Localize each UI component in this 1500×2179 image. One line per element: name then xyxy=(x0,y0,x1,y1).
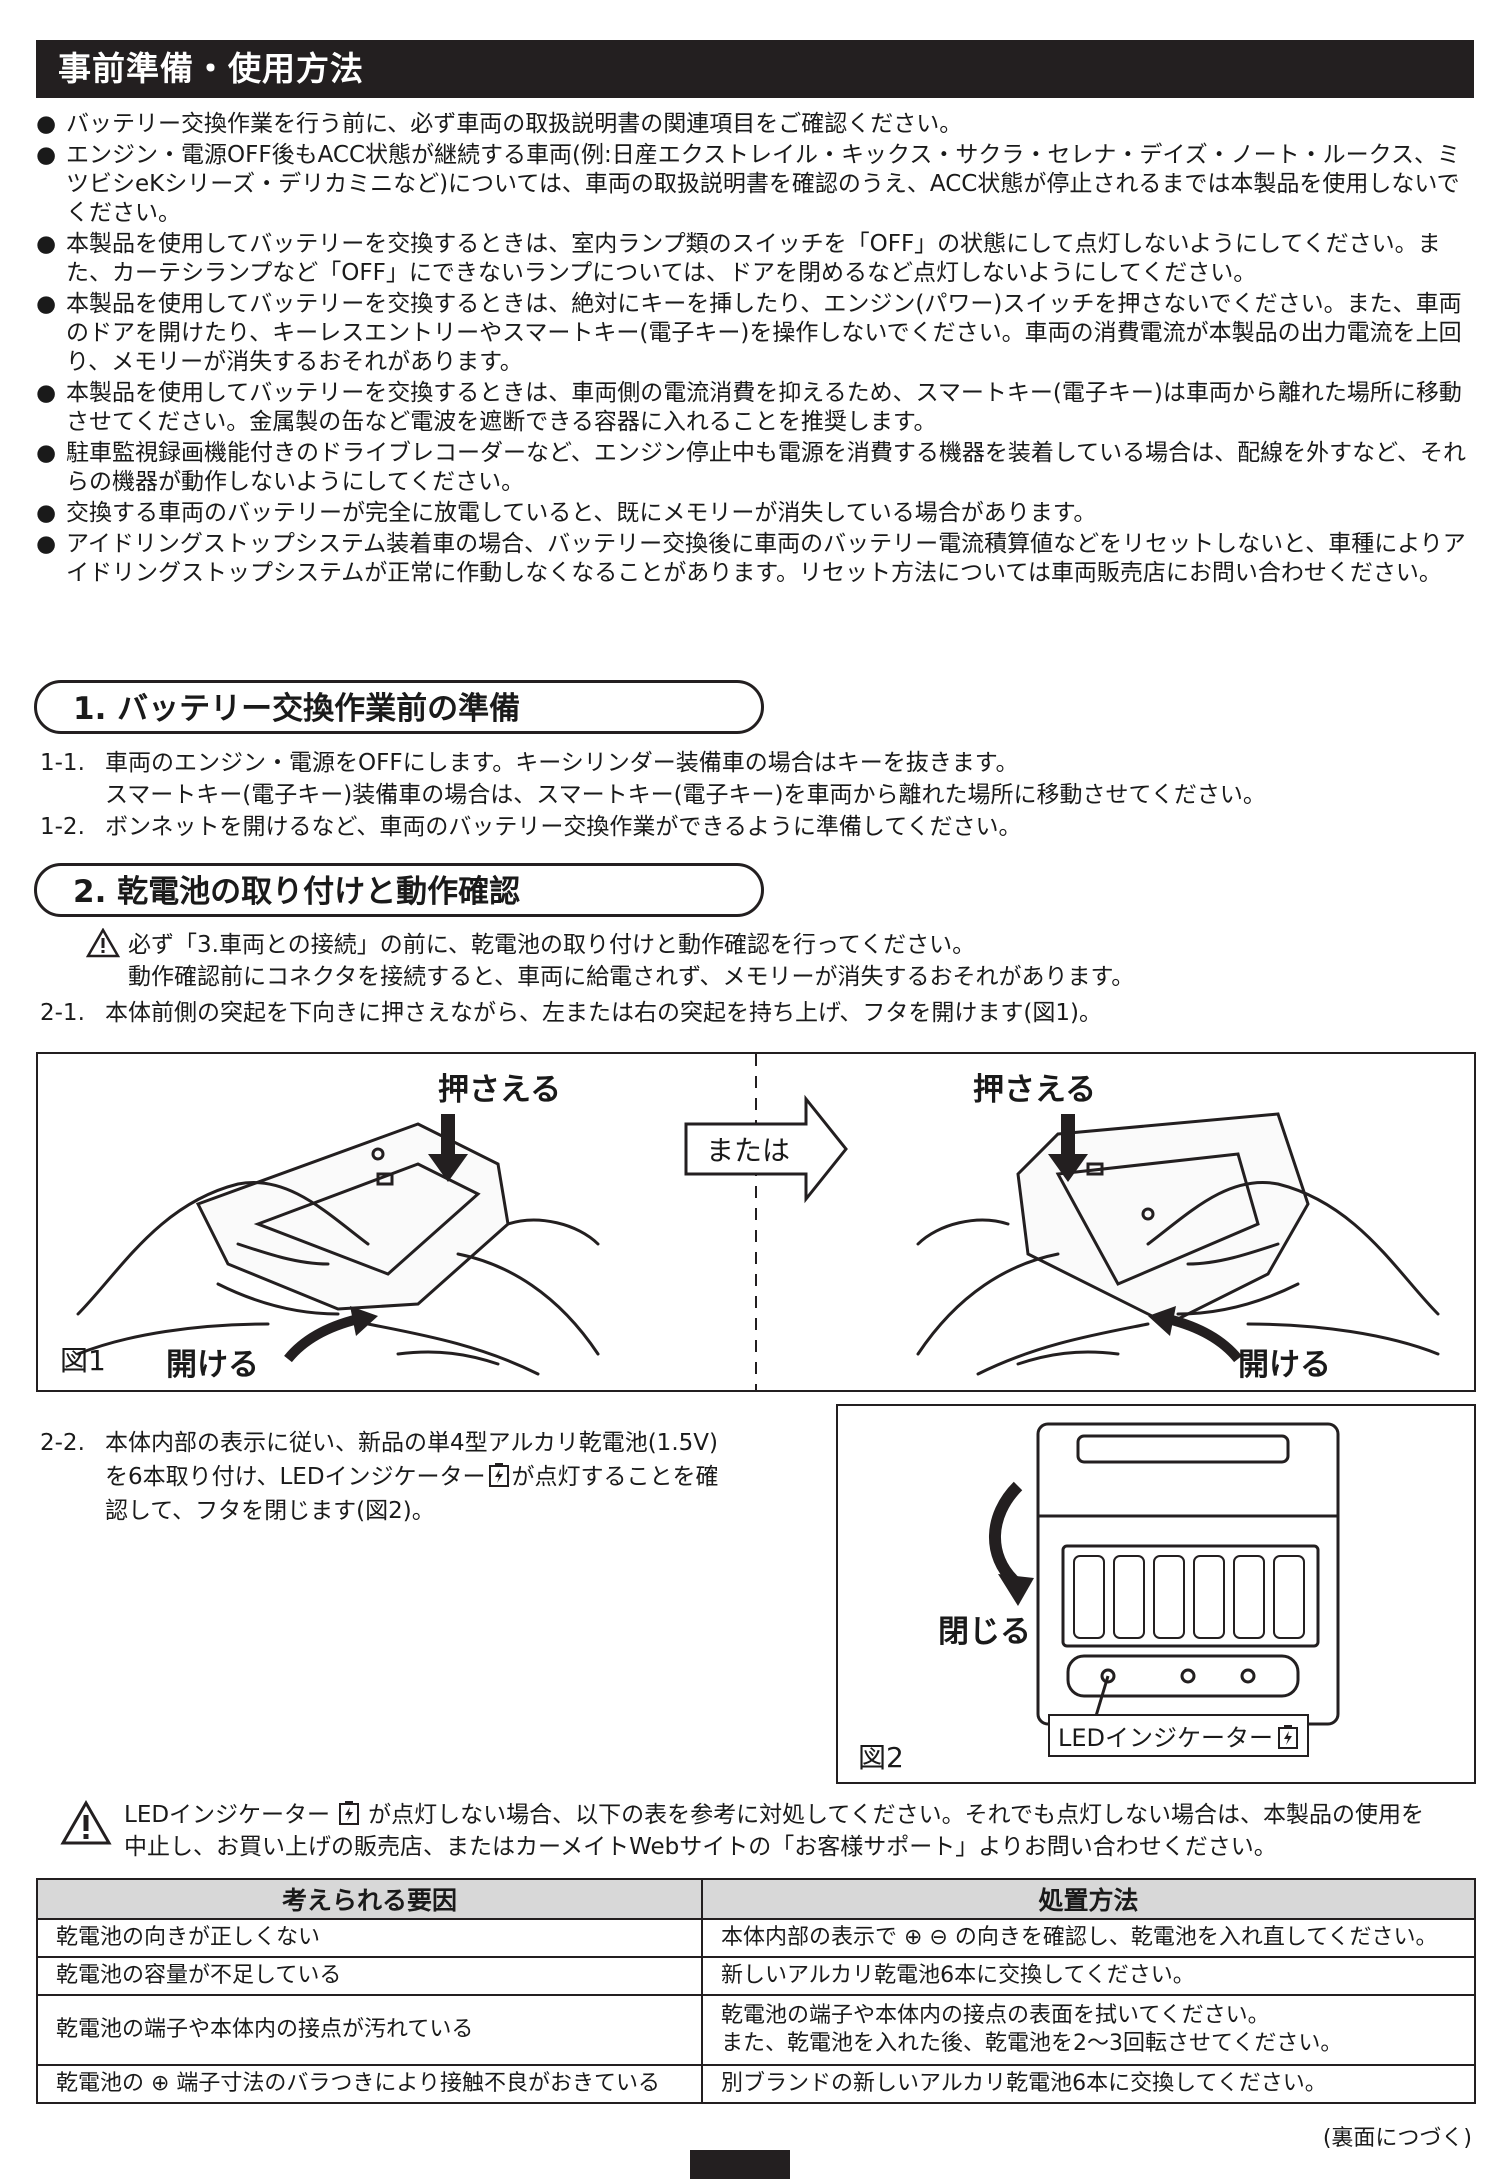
step-2-1-number: 2-1. xyxy=(40,1000,85,1026)
bullet-dot: ● xyxy=(36,380,57,406)
section-2-heading: 2. 乾電池の取り付けと動作確認 xyxy=(34,863,764,917)
warning-text-2: 中止し、お買い上げの販売店、またはカーメイトWebサイトの「お客様サポート」より… xyxy=(124,1834,1277,1860)
caution-text: 必ず「3.車両との接続」の前に、乾電池の取り付けと動作確認を行ってください。 xyxy=(128,932,976,958)
table-row: 乾電池の容量が不足している 新しいアルカリ乾電池6本に交換してください。 xyxy=(36,1956,1476,1996)
open-arrow-right xyxy=(1166,1314,1242,1363)
right-arrow-icon xyxy=(684,1094,848,1204)
press-arrow-left xyxy=(428,1114,468,1182)
step-1-1-text: 車両のエンジン・電源をOFFにします。キーシリンダー装備車の場合はキーを抜きます… xyxy=(105,750,1019,776)
continue-note: (裏面につづく) xyxy=(1322,2126,1472,2151)
press-arrow-right xyxy=(1048,1114,1088,1182)
warning-triangle-icon xyxy=(86,928,120,958)
remedy-cell: 本体内部の表示で ⊕ ⊖ の向きを確認し、乾電池を入れ直してください。 xyxy=(701,1918,1476,1958)
cause-cell: 乾電池の容量が不足している xyxy=(36,1956,703,1996)
bullet-dot: ● xyxy=(36,142,57,168)
list-item: ●エンジン・電源OFF後もACC状態が継続する車両(例:日産エクストレイル・キッ… xyxy=(36,142,1460,226)
step-1-1-text-2: スマートキー(電子キー)装備車の場合は、スマートキー(電子キー)を車両から離れた… xyxy=(105,782,1266,808)
close-label: 閉じる xyxy=(938,1614,1031,1650)
list-item: ●本製品を使用してバッテリーを交換するときは、車両側の電流消費を抑えるため、スマ… xyxy=(36,380,1462,435)
figure-1-illustration xyxy=(76,1054,1440,1390)
remedy-cell: 新しいアルカリ乾電池6本に交換してください。 xyxy=(701,1956,1476,1996)
section-1-title: 1. バッテリー交換作業前の準備 xyxy=(73,691,521,727)
step-1-1-number: 1-1. xyxy=(40,750,85,776)
bullet-dot: ● xyxy=(36,531,57,557)
warning-text: LEDインジケーターが点灯しない場合、以下の表を参考に対処してください。それでも… xyxy=(124,1801,1424,1828)
list-item: ●交換する車両のバッテリーが完全に放電していると、既にメモリーが消失している場合… xyxy=(36,500,1097,526)
section-2-title: 2. 乾電池の取り付けと動作確認 xyxy=(73,874,521,910)
bullet-dot: ● xyxy=(36,111,57,137)
bullet-dot: ● xyxy=(36,500,57,526)
table-row: 乾電池の向きが正しくない 本体内部の表示で ⊕ ⊖ の向きを確認し、乾電池を入れ… xyxy=(36,1918,1476,1958)
cause-cell: 乾電池の ⊕ 端子寸法のバラつきにより接触不良がおきている xyxy=(36,2064,703,2104)
cause-cell: 乾電池の向きが正しくない xyxy=(36,1918,703,1958)
hands-left xyxy=(76,1181,600,1376)
remedy-cell: 乾電池の端子や本体内の接点の表面を拭いてください。また、乾電池を入れた後、乾電池… xyxy=(701,1994,1476,2066)
step-1-2-number: 1-2. xyxy=(40,814,85,840)
step-2-2-text: 本体内部の表示に従い、新品の単4型アルカリ乾電池(1.5V) xyxy=(105,1430,718,1456)
list-item: ●駐車監視録画機能付きのドライブレコーダーなど、エンジン停止中も電源を消費する機… xyxy=(36,440,1467,495)
page-title: 事前準備・使用方法 xyxy=(58,49,364,88)
battery-led-icon xyxy=(339,1801,360,1825)
precaution-list: ●バッテリー交換作業を行う前に、必ず車両の取扱説明書の関連項目をご確認ください。… xyxy=(36,110,1476,590)
figure-1: 押さえる 押さえる または 図1 開ける 開ける xyxy=(36,1052,1476,1392)
close-arrow xyxy=(989,1481,1023,1586)
troubleshooting-table: 考えられる要因 処置方法 乾電池の向きが正しくない 本体内部の表示で ⊕ ⊖ の… xyxy=(36,1878,1476,2104)
battery-led-icon xyxy=(1278,1725,1299,1749)
battery-device-left xyxy=(195,1122,510,1311)
hands-right xyxy=(916,1181,1440,1376)
battery-led-icon xyxy=(488,1463,509,1487)
step-2-2-text-3: 認して、フタを閉じます(図2)。 xyxy=(105,1498,435,1524)
press-label-right: 押さえる xyxy=(973,1072,1097,1108)
table-row: 乾電池の ⊕ 端子寸法のバラつきにより接触不良がおきている 別ブランドの新しいア… xyxy=(36,2064,1476,2104)
figure-2-illustration xyxy=(989,1422,1340,1726)
cause-cell: 乾電池の端子や本体内の接点が汚れている xyxy=(36,1994,703,2066)
battery-cells xyxy=(1073,1555,1305,1639)
bullet-dot: ● xyxy=(36,440,57,466)
list-item: ●本製品を使用してバッテリーを交換するときは、絶対にキーを挿したり、エンジン(パ… xyxy=(36,291,1462,375)
open-label-right: 開ける xyxy=(1238,1347,1331,1383)
step-2-1-text: 本体前側の突起を下向きに押さえながら、左または右の突起を持ち上げ、フタを開けます… xyxy=(105,1000,1102,1026)
figure-1-label: 図1 xyxy=(60,1344,106,1377)
caution-text-2: 動作確認前にコネクタを接続すると、車両に給電されず、メモリーが消失するおそれがあ… xyxy=(128,964,1135,990)
remedy-cell: 別ブランドの新しいアルカリ乾電池6本に交換してください。 xyxy=(701,2064,1476,2104)
list-item: ●本製品を使用してバッテリーを交換するときは、室内ランプ類のスイッチを「OFF」… xyxy=(36,231,1441,286)
section-1-heading: 1. バッテリー交換作業前の準備 xyxy=(34,680,764,734)
figure-2-label: 図2 xyxy=(858,1741,904,1774)
open-arrow-left xyxy=(284,1314,360,1363)
led-indicator-callout: LEDインジケーター xyxy=(1048,1714,1310,1757)
table-row: 乾電池の端子や本体内の接点が汚れている 乾電池の端子や本体内の接点の表面を拭いて… xyxy=(36,1994,1476,2066)
press-label-left: 押さえる xyxy=(438,1072,562,1108)
list-item: ●バッテリー交換作業を行う前に、必ず車両の取扱説明書の関連項目をご確認ください。 xyxy=(36,111,963,137)
column-header-remedy: 処置方法 xyxy=(701,1878,1476,1920)
table-header-row: 考えられる要因 処置方法 xyxy=(36,1878,1476,1920)
open-label-left: 開ける xyxy=(166,1347,259,1383)
list-item: ●アイドリングストップシステム装着車の場合、バッテリー交換後に車両のバッテリー電… xyxy=(36,531,1466,586)
section-header-bar: 事前準備・使用方法 xyxy=(36,40,1474,98)
or-label: または xyxy=(706,1134,791,1167)
step-2-2-number: 2-2. xyxy=(40,1430,85,1456)
step-1-2-text: ボンネットを開けるなど、車両のバッテリー交換作業ができるように準備してください。 xyxy=(105,814,1022,840)
bullet-dot: ● xyxy=(36,291,57,317)
warning-triangle-icon xyxy=(60,1800,112,1845)
bullet-dot: ● xyxy=(36,231,57,257)
step-2-2-text-2: を6本取り付け、LEDインジケーターが点灯することを確 xyxy=(105,1463,719,1490)
column-header-cause: 考えられる要因 xyxy=(36,1878,703,1920)
page-tab xyxy=(690,2150,790,2179)
figure-2: 閉じる 図2 LEDインジケーター xyxy=(836,1404,1476,1784)
battery-device-right xyxy=(1016,1112,1310,1326)
